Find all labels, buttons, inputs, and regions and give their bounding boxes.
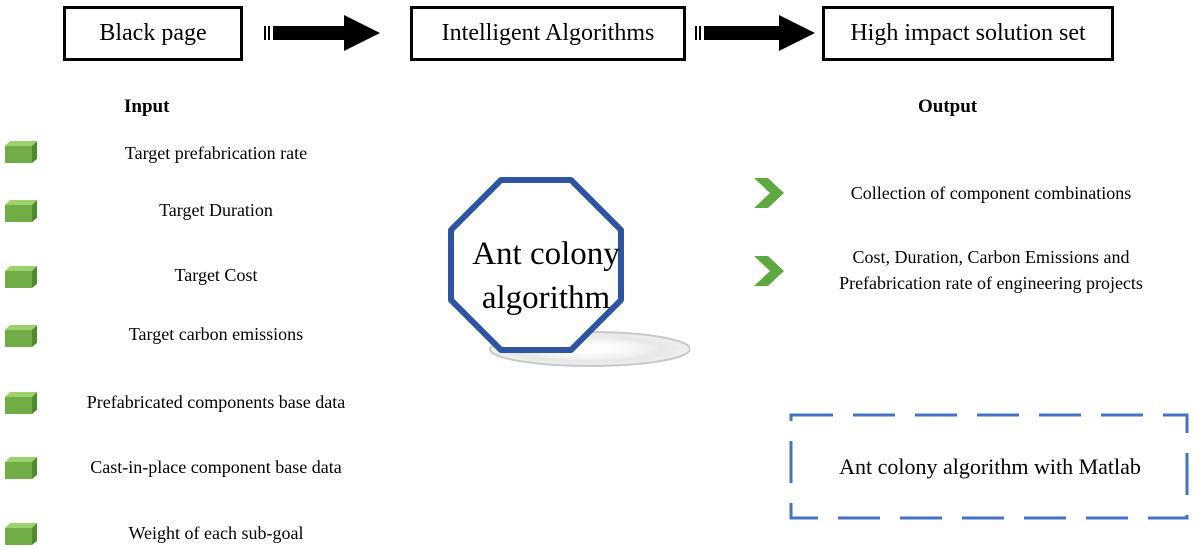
input-heading: Input (124, 96, 170, 117)
input-item-target-duration: Target Duration (159, 200, 273, 220)
output-item-cost-duration-emissions: Cost, Duration, Carbon Emissions and Pre… (790, 244, 1192, 296)
ant-colony-label-line2: algorithm (481, 280, 611, 316)
output-heading: Output (918, 96, 978, 117)
matlab-dashed-frame (789, 413, 1189, 520)
flow-arrow-1 (264, 15, 380, 51)
input-item-target-prefabrication-rate: Target prefabrication rate (124, 143, 308, 163)
input-item-cast-in-place-component-base-data: Cast-in-place component base data (90, 457, 342, 477)
input-item-prefabricated-components-base-data: Prefabricated components base data (86, 392, 346, 412)
input-item-target-carbon-emissions: Target carbon emissions (128, 324, 304, 344)
green-chevron-icon (754, 256, 784, 286)
input-item-weight-of-each-sub-goal: Weight of each sub-goal (128, 523, 304, 543)
intelligent-algorithms-box: Intelligent Algorithms (410, 6, 686, 61)
green-cube-icon (5, 392, 37, 414)
green-cube-icon (5, 200, 37, 222)
output-item-line: Prefabrication rate of engineering proje… (839, 273, 1143, 293)
green-cube-icon (5, 141, 37, 163)
matlab-label: Ant colony algorithm with Matlab (839, 454, 1141, 479)
green-cube-icon (5, 266, 37, 288)
intelligent-algorithms-label: Intelligent Algorithms (441, 20, 655, 46)
output-item-line: Collection of component combinations (850, 183, 1132, 203)
green-cube-icon (5, 457, 37, 479)
black-page-box: Black page (63, 6, 243, 61)
green-cube-icon (5, 325, 37, 347)
output-item-line: Cost, Duration, Carbon Emissions and (852, 247, 1130, 267)
high-impact-solution-box: High impact solution set (822, 6, 1114, 61)
ant-colony-label: Ant colony algorithm (448, 232, 644, 320)
green-chevron-icon (754, 178, 784, 208)
input-item-target-cost: Target Cost (174, 265, 258, 285)
high-impact-solution-label: High impact solution set (850, 20, 1086, 46)
ant-colony-label-line1: Ant colony (472, 236, 620, 272)
output-item-component-combinations: Collection of component combinations (790, 180, 1192, 206)
flow-arrow-2 (695, 15, 815, 51)
ant-colony-octagon (448, 177, 690, 367)
black-page-label: Black page (99, 20, 207, 46)
green-cube-icon (5, 523, 37, 545)
